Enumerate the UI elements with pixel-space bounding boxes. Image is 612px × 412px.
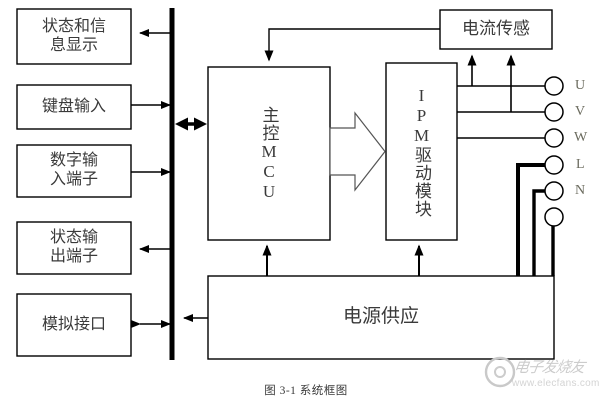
terminal-circle-n [544, 181, 564, 201]
block-status-display [16, 8, 132, 65]
block-analog-interface [16, 293, 132, 357]
arrow-mcu-to-ipm [329, 111, 386, 192]
block-digital-input [16, 144, 132, 198]
figure-caption: 图 3-1 系统框图 [264, 385, 348, 397]
block-keypad-input [16, 84, 132, 130]
block-status-output [16, 221, 132, 275]
watermark-ring-icon [484, 356, 516, 388]
link-power-to-terminal-n [532, 189, 545, 276]
link-bus-to-mcu-bidirectional [175, 117, 207, 131]
terminal-circle-w [544, 128, 564, 148]
block-ipm-driver [385, 62, 458, 241]
terminal-circle-v [544, 102, 564, 122]
block-current-sensor [439, 9, 553, 50]
watermark-ring-inner-icon [494, 366, 506, 378]
terminal-circle-l [544, 155, 564, 175]
terminal-circle-u [544, 76, 564, 96]
block-main-mcu [207, 66, 331, 241]
link-power-to-terminal-l [516, 163, 545, 276]
link-current-sensor-to-mcu [264, 28, 440, 62]
block-power-supply [207, 275, 555, 360]
terminal-circle-e [544, 207, 564, 227]
